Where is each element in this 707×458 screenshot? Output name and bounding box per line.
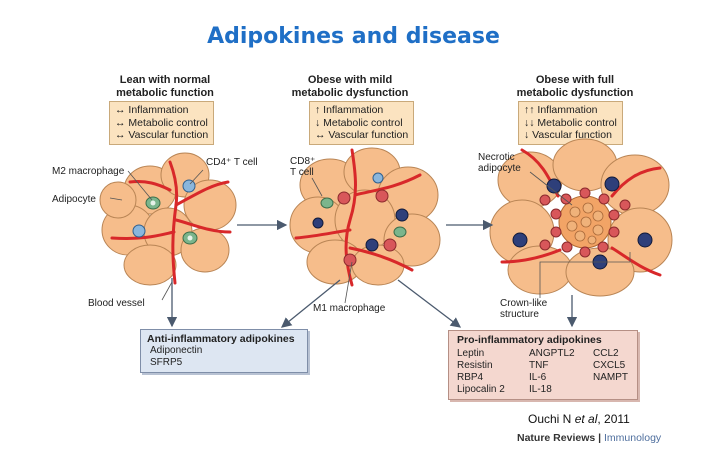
panel-mild-state-box: ↑ Inflammation ↓ Metabolic control ↔ Vas…	[309, 101, 415, 145]
m1-macrophage-ring	[539, 187, 631, 258]
pro-adipokine-item: Resistin	[457, 360, 493, 371]
page-title: Adipokines and disease	[207, 24, 500, 49]
cd8-t-cell	[637, 232, 653, 248]
state-metabolic-control: ↔ Metabolic control	[115, 116, 208, 129]
pro-adipokine-item: Leptin	[457, 348, 485, 359]
cd8-t-cell	[365, 238, 379, 252]
m1-macrophage	[343, 253, 357, 267]
pro-column-1: Leptin Resistin RBP4 Lipocalin 2	[457, 348, 505, 396]
label-cd8-t-cell: CD8⁺ T cell	[290, 156, 315, 178]
label-m2-macrophage: M2 macrophage	[52, 166, 125, 177]
m1-macrophage	[383, 238, 397, 252]
citation-author: Ouchi N	[528, 412, 575, 426]
pro-column-3: CCL2 CXCL5 NAMPT	[593, 348, 628, 384]
anti-inflammatory-title: Anti-inflammatory adipokines	[147, 333, 295, 345]
arrow-mild-to-anti	[280, 279, 341, 328]
journal-credit: Nature Reviews | Immunology	[517, 432, 661, 444]
state-inflammation: ↑ Inflammation	[315, 104, 384, 116]
pro-adipokine-item: Lipocalin 2	[457, 384, 505, 395]
label-line: structure	[500, 309, 539, 320]
mild-tissue-cluster	[289, 147, 441, 287]
pro-adipokine-item: IL-18	[529, 384, 552, 395]
pro-adipokine-item: IL-6	[529, 372, 547, 383]
anti-adipokine-item: SFRP5	[150, 356, 183, 368]
cd4-t-cell	[182, 179, 196, 193]
heading-line: metabolic dysfunction	[291, 87, 409, 99]
lipid-droplets	[566, 202, 604, 245]
state-inflammation: ↑↑ Inflammation	[524, 104, 598, 116]
pro-adipokine-item: CCL2	[593, 348, 619, 359]
pro-inflammatory-title: Pro-inflammatory adipokines	[457, 334, 602, 346]
cd4-t-cell	[132, 224, 146, 238]
blood-vessel-network	[110, 160, 232, 285]
full-tissue-cluster	[489, 138, 673, 297]
adipocyte-cell	[99, 181, 137, 219]
state-vascular-function: ↔ Vascular function	[115, 129, 209, 141]
heading-line: metabolic dysfunction	[516, 87, 634, 99]
pro-adipokine-item: ANGPTL2	[529, 348, 575, 359]
cd8-t-cell	[604, 176, 620, 192]
label-line: adipocyte	[478, 163, 521, 174]
heading-line: Obese with mild	[307, 74, 393, 86]
heading-line: Lean with normal	[119, 74, 211, 86]
label-m1-macrophage: M1 macrophage	[313, 303, 386, 314]
heading-line: metabolic function	[116, 87, 214, 99]
pro-adipokine-item: NAMPT	[593, 372, 628, 383]
label-line: Crown-like	[500, 298, 548, 309]
journal-separator: |	[595, 432, 604, 444]
pro-column-2: ANGPTL2 TNF IL-6 IL-18	[529, 348, 575, 396]
anti-adipokine-item: Adiponectin	[150, 345, 203, 356]
m1-macrophage	[337, 191, 351, 205]
flow-arrows	[166, 219, 578, 328]
panel-mild-heading: Obese with mild metabolic dysfunction	[280, 74, 420, 100]
label-blood-vessel: Blood vessel	[88, 298, 145, 309]
arrow-mild-to-pro	[397, 279, 462, 328]
m2-macrophage	[320, 197, 334, 209]
citation-etal: et al	[574, 412, 598, 426]
state-metabolic-control: ↓ Metabolic control	[315, 116, 403, 129]
m2-macrophage	[393, 226, 407, 238]
adipocyte-cell	[123, 244, 177, 286]
leader-lines	[109, 169, 631, 304]
m1-macrophage	[375, 189, 389, 203]
label-line: T cell	[290, 167, 314, 178]
label-cd4-t-cell: CD4⁺ T cell	[206, 157, 258, 168]
pro-adipokine-item: RBP4	[457, 372, 484, 383]
label-line: CD8⁺	[290, 156, 316, 167]
heading-line: Obese with full	[535, 74, 615, 86]
lean-tissue-cluster	[99, 152, 237, 286]
state-vascular-function: ↓ Vascular function	[524, 129, 612, 141]
citation: Ouchi N et al, 2011	[528, 412, 630, 426]
journal-section: Immunology	[603, 432, 662, 444]
panel-full-state-box: ↑↑ Inflammation ↓↓ Metabolic control ↓ V…	[518, 101, 623, 145]
label-adipocyte: Adipocyte	[52, 194, 96, 205]
pro-adipokine-item: CXCL5	[593, 360, 626, 371]
cd8-t-cell	[312, 217, 324, 229]
panel-full-heading: Obese with full metabolic dysfunction	[505, 74, 645, 100]
cd4-t-cell	[372, 172, 384, 184]
state-vascular-function: ↔ Vascular function	[315, 129, 409, 141]
state-inflammation: ↔ Inflammation	[115, 104, 189, 116]
anti-inflammatory-box: Anti-inflammatory adipokines Adiponectin…	[140, 329, 308, 373]
label-line: Necrotic	[478, 152, 515, 163]
citation-year: , 2011	[597, 412, 630, 426]
journal-name: Nature Reviews	[517, 432, 596, 444]
panel-lean-heading: Lean with normal metabolic function	[95, 74, 235, 100]
pro-inflammatory-box: Pro-inflammatory adipokines Leptin Resis…	[448, 330, 638, 400]
panel-lean-state-box: ↔ Inflammation ↔ Metabolic control ↔ Vas…	[109, 101, 215, 145]
label-necrotic-adipocyte: Necrotic adipocyte	[478, 152, 521, 174]
pro-adipokine-item: TNF	[529, 360, 549, 371]
cd8-t-cell	[512, 232, 528, 248]
cd8-t-cell	[395, 208, 409, 222]
state-metabolic-control: ↓↓ Metabolic control	[524, 116, 617, 129]
label-crown-like-structure: Crown-like structure	[500, 298, 547, 320]
cd8-t-cell	[546, 178, 562, 194]
